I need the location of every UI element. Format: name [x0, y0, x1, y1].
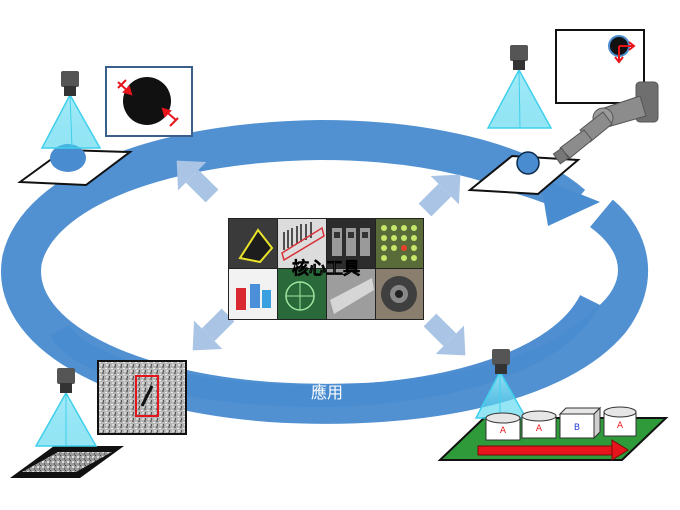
core-tools-collage: 核心工具 [228, 218, 424, 320]
conveyor-item-2: A [521, 410, 557, 439]
conveyor-direction-arrow [477, 439, 629, 461]
svg-text:A: A [500, 426, 507, 436]
arrow-top-right [418, 174, 461, 217]
application-label: 應用 [311, 383, 343, 402]
conveyor-item-4: A [603, 406, 637, 437]
conveyor-item-1: A [485, 412, 521, 441]
arrow-bottom-right [423, 313, 466, 356]
core-tools-label: 核心工具 [292, 258, 360, 279]
svg-text:B: B [574, 423, 580, 433]
camera-measuring-circle-icon [17, 66, 193, 187]
camera-defect-detect-icon [10, 360, 187, 478]
arrow-bottom-left [192, 308, 235, 351]
svg-text:A: A [617, 421, 624, 431]
conveyor-item-3: B [558, 406, 602, 440]
camera-robot-arm-icon [467, 29, 659, 196]
camera-conveyor-ocr-icon: A A B A [437, 349, 669, 461]
arrow-top-left [176, 160, 219, 203]
direction-arrows [176, 160, 466, 356]
svg-text:A: A [536, 424, 543, 434]
